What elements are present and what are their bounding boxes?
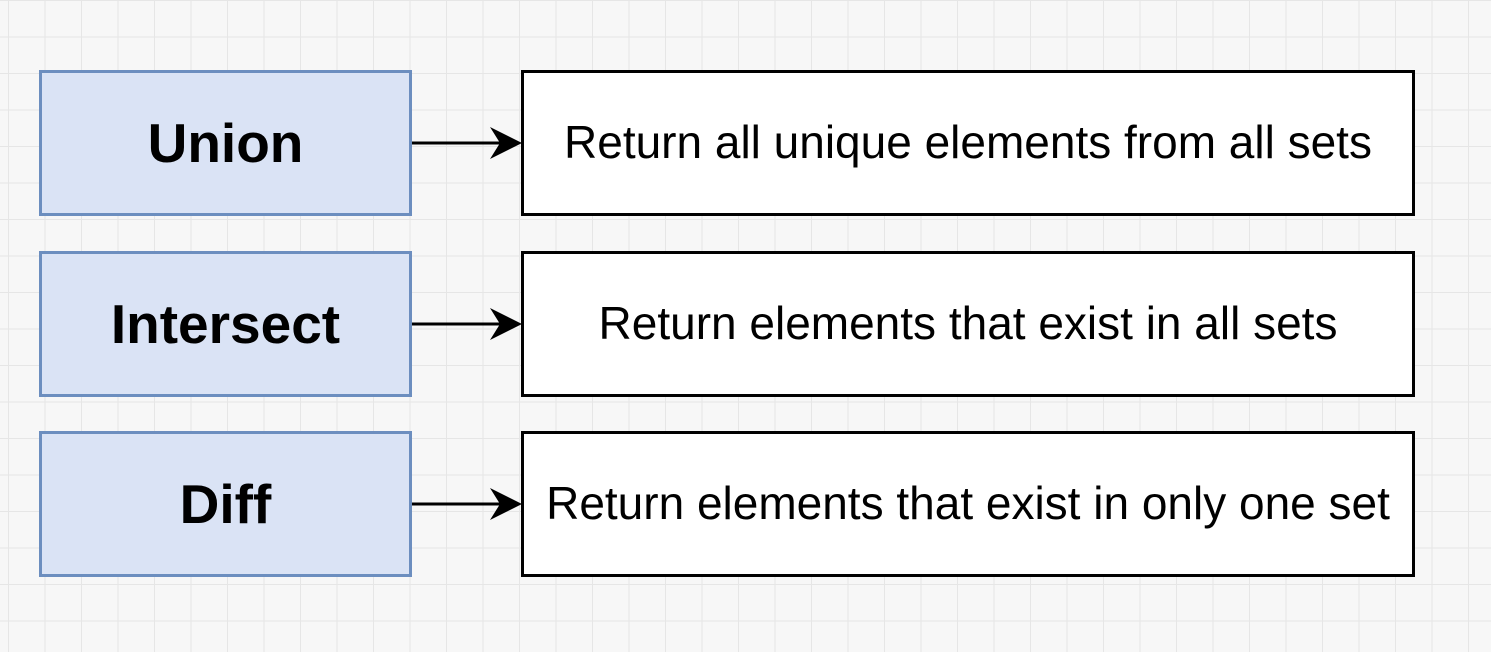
diff-operation-box[interactable]: Diff (39, 431, 412, 577)
intersect-description: Return elements that exist in all sets (598, 297, 1338, 350)
union-description-box[interactable]: Return all unique elements from all sets (521, 70, 1415, 216)
diff-description-box[interactable]: Return elements that exist in only one s… (521, 431, 1415, 577)
diff-label: Diff (179, 472, 272, 535)
intersect-label: Intersect (110, 292, 341, 355)
right-arrow-icon (412, 308, 522, 340)
intersect-operation-box[interactable]: Intersect (39, 251, 412, 397)
intersect-description-box[interactable]: Return elements that exist in all sets (521, 251, 1415, 397)
diff-description: Return elements that exist in only one s… (546, 477, 1390, 530)
operation-row-intersect: Intersect Return elements that exist in … (0, 251, 1491, 397)
right-arrow-icon (412, 127, 522, 159)
right-arrow-icon (412, 488, 522, 520)
union-description: Return all unique elements from all sets (564, 116, 1372, 169)
operation-row-union: Union Return all unique elements from al… (0, 70, 1491, 216)
operation-row-diff: Diff Return elements that exist in only … (0, 431, 1491, 577)
union-operation-box[interactable]: Union (39, 70, 412, 216)
union-label: Union (147, 111, 304, 174)
